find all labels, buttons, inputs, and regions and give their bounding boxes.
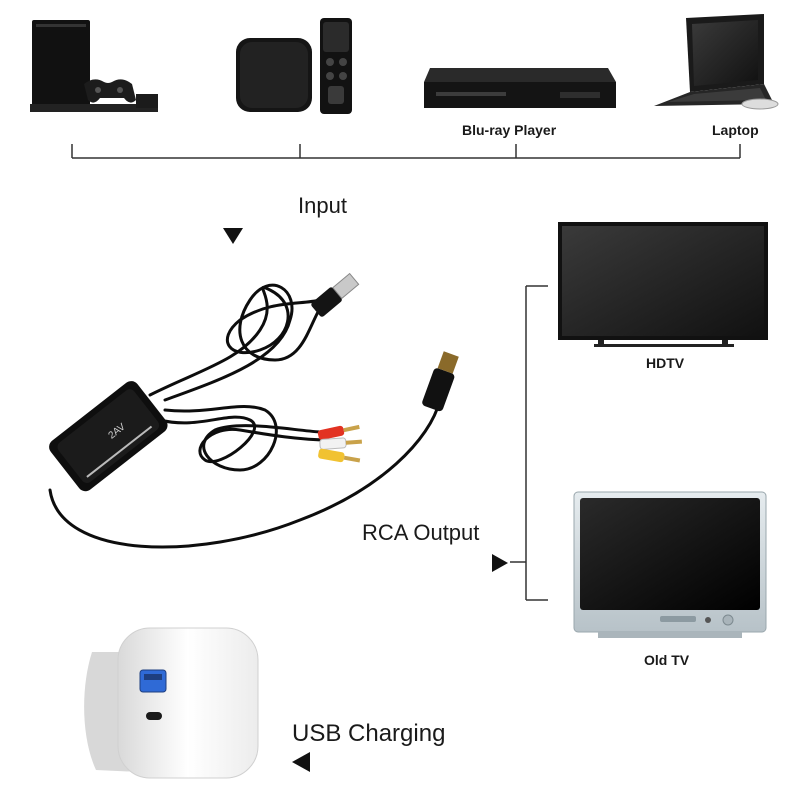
laptop-icon	[654, 14, 779, 110]
converter-box	[49, 381, 168, 492]
rca-plugs-icon	[317, 424, 363, 463]
old-tv-icon	[573, 491, 767, 638]
laptop-label: Laptop	[712, 122, 759, 138]
old-tv-label: Old TV	[644, 652, 690, 668]
streaming-box-icon	[236, 38, 312, 112]
input-label: Input	[298, 193, 347, 218]
bluray-label: Blu-ray Player	[462, 122, 557, 138]
input-arrow-icon	[223, 228, 243, 244]
rca-output-label: RCA Output	[362, 520, 480, 545]
usb-charger-icon	[84, 627, 259, 779]
usb-plug-icon	[311, 272, 360, 317]
game-console-icon	[30, 20, 158, 112]
cables	[48, 283, 442, 549]
hdmi-plug-icon	[422, 351, 459, 412]
bluray-player-icon	[424, 68, 616, 108]
remote-icon	[320, 18, 352, 114]
hdtv-label: HDTV	[646, 355, 685, 371]
source-bracket	[71, 144, 741, 159]
output-arrow-icon	[492, 554, 508, 572]
charging-arrow-icon	[292, 752, 310, 772]
usb-charging-label: USB Charging	[292, 720, 446, 747]
output-bracket	[510, 285, 548, 601]
hdtv-icon	[558, 222, 768, 347]
